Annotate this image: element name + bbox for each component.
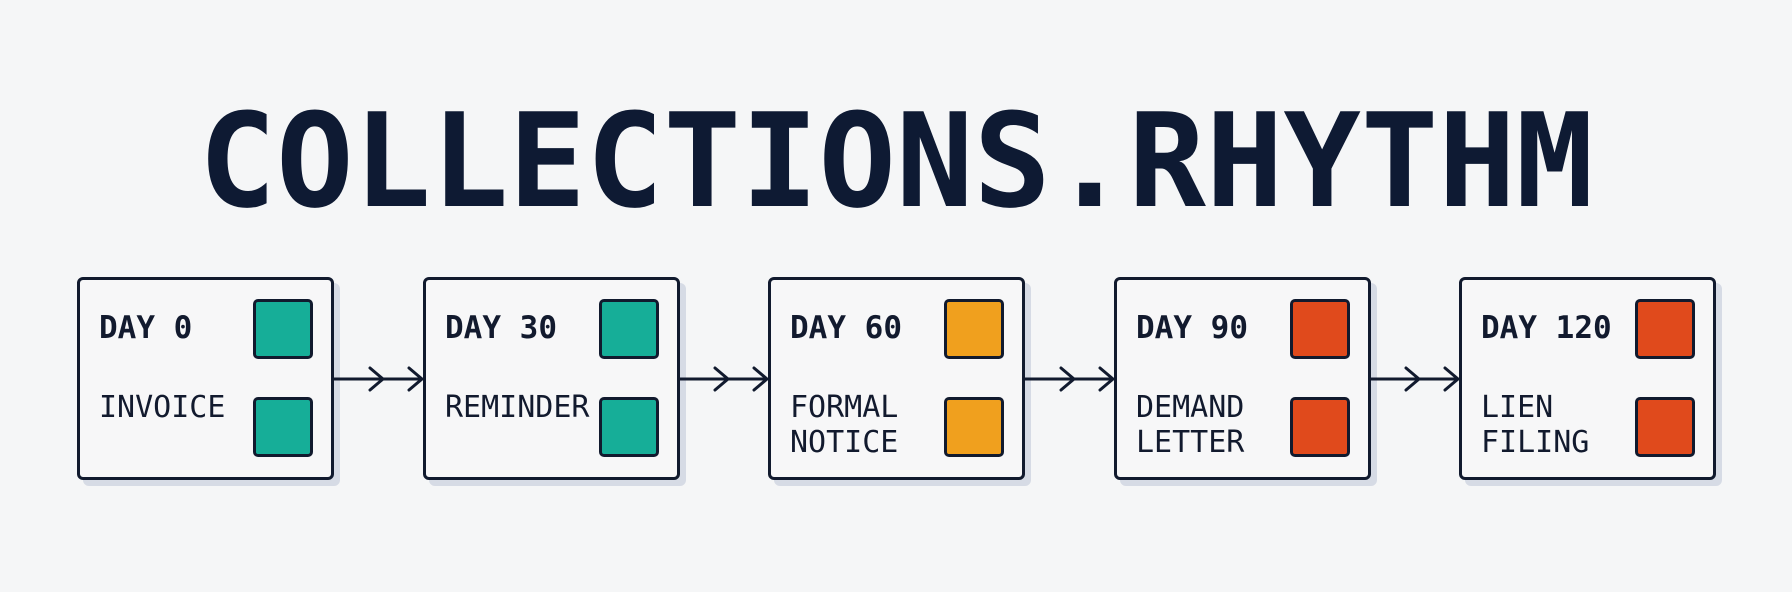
stage-day: DAY 30	[445, 310, 557, 346]
status-square-icon	[1290, 397, 1350, 457]
stage-box-day-120: DAY 120 LIEN FILING	[1459, 277, 1716, 480]
stage-label: LIEN FILING	[1481, 390, 1590, 460]
status-square-icon	[1635, 299, 1695, 359]
status-square-icon	[944, 397, 1004, 457]
double-chevron-arrow-icon	[1371, 366, 1460, 392]
status-square-icon	[253, 397, 313, 457]
double-chevron-arrow-icon	[1025, 366, 1115, 392]
status-square-icon	[1290, 299, 1350, 359]
diagram-title: COLLECTIONS.RHYTHM	[198, 85, 1594, 237]
stage-label: FORMAL NOTICE	[790, 390, 899, 460]
stage-label: INVOICE	[99, 390, 226, 425]
double-chevron-arrow-icon	[334, 366, 424, 392]
status-square-icon	[599, 397, 659, 457]
stage-box-day-90: DAY 90 DEMAND LETTER	[1114, 277, 1371, 480]
stage-day: DAY 90	[1136, 310, 1248, 346]
stage-label: DEMAND LETTER	[1136, 390, 1245, 460]
status-square-icon	[253, 299, 313, 359]
stage-box-day-60: DAY 60 FORMAL NOTICE	[768, 277, 1025, 480]
double-chevron-arrow-icon	[680, 366, 769, 392]
status-square-icon	[944, 299, 1004, 359]
stage-box-day-0: DAY 0 INVOICE	[77, 277, 334, 480]
stage-day: DAY 120	[1481, 310, 1612, 346]
stage-label: REMINDER	[445, 390, 590, 425]
stage-day: DAY 0	[99, 310, 193, 346]
stage-day: DAY 60	[790, 310, 902, 346]
stage-box-day-30: DAY 30 REMINDER	[423, 277, 680, 480]
status-square-icon	[1635, 397, 1695, 457]
status-square-icon	[599, 299, 659, 359]
